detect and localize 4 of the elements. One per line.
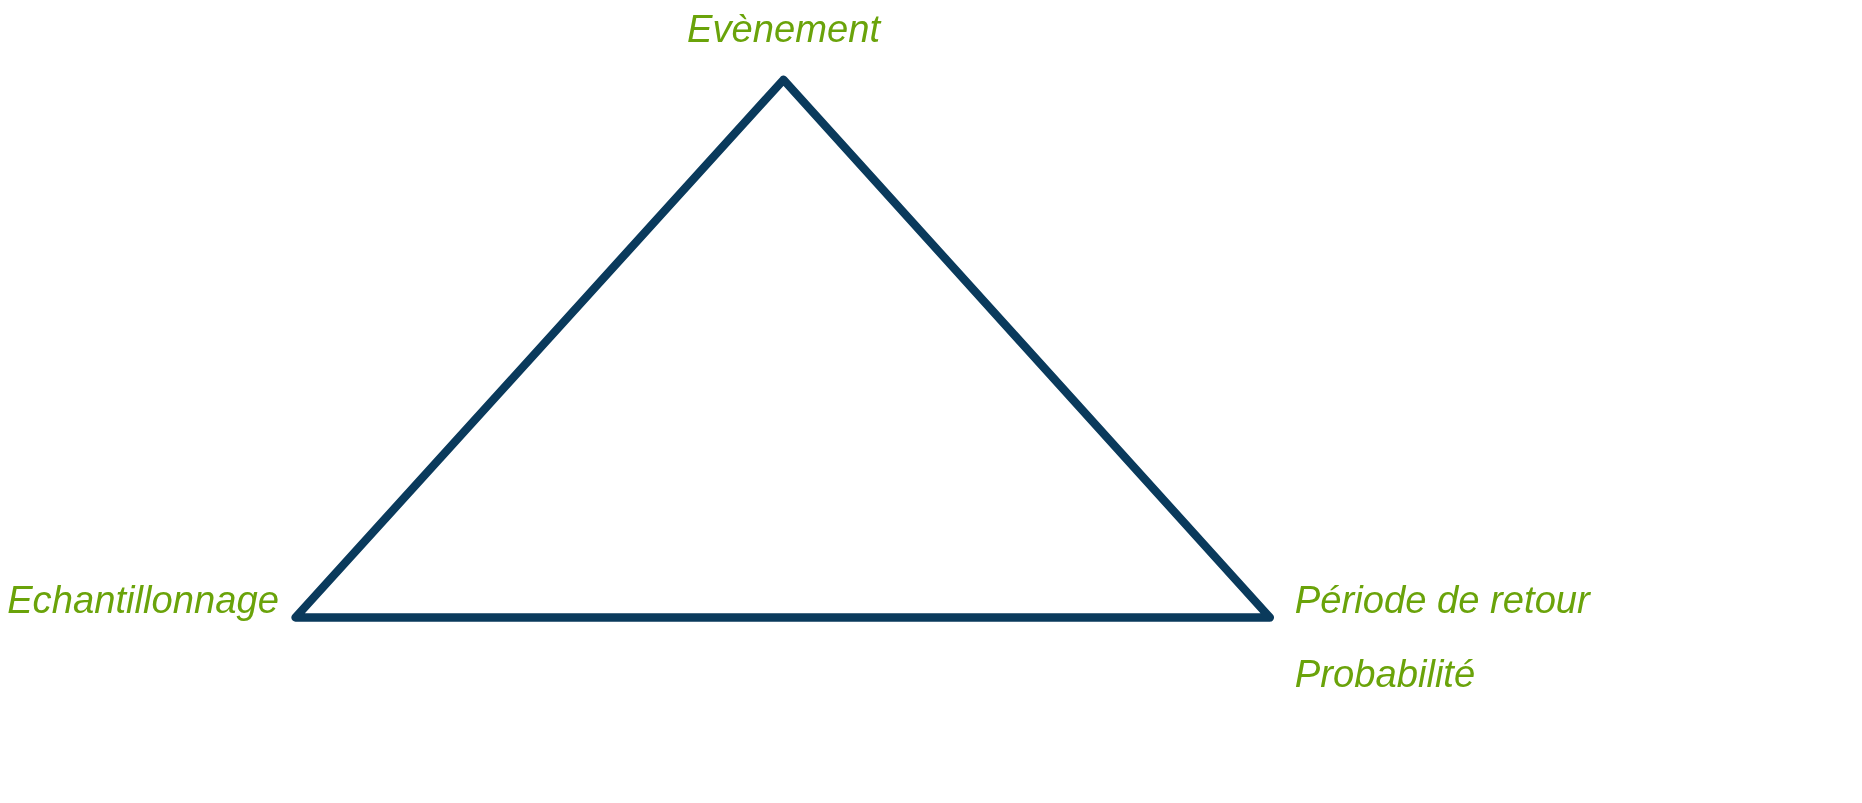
vertex-label: Probabilité [1294, 655, 1476, 694]
vertex-label: Période de retour [1294, 581, 1590, 620]
vertex-label: Echantillonnage [7, 581, 279, 620]
vertex-label: Evènement [686, 9, 881, 49]
